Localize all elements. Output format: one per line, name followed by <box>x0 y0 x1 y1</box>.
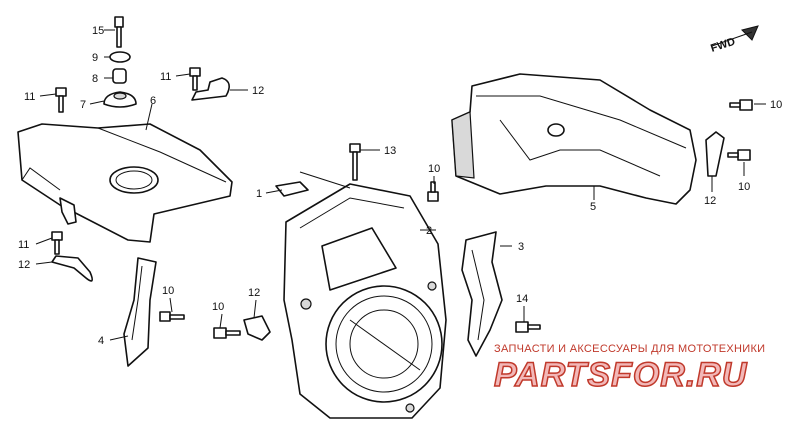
leader-lines <box>35 29 766 341</box>
callout-2: 2 <box>426 225 432 237</box>
callout-1: 1 <box>256 188 262 200</box>
part-1-bracket <box>275 181 309 197</box>
callout-12-left: 12 <box>18 259 30 271</box>
part-11-bolt-top-center <box>189 67 201 91</box>
forward-arrow-icon <box>711 25 759 47</box>
callout-5: 5 <box>590 201 596 213</box>
callout-14: 14 <box>516 293 528 305</box>
part-10-bolt-right-top <box>729 99 753 111</box>
watermark-logo: PARTSFOR.RU <box>494 356 748 394</box>
fwd-label: FWD <box>709 36 737 55</box>
callout-15: 15 <box>92 25 104 37</box>
part-12-clip-top <box>191 77 230 101</box>
watermark-caption: ЗАПЧАСТИ И АКСЕССУАРЫ ДЛЯ МОТОТЕХНИКИ <box>494 343 765 355</box>
part-15-bolt <box>114 16 124 48</box>
callout-10-lower-left: 10 <box>162 285 174 297</box>
callout-6: 6 <box>150 95 156 107</box>
callout-10-center: 10 <box>428 163 440 175</box>
callout-11-top: 11 <box>160 71 171 83</box>
callout-10-right-bottom: 10 <box>738 181 750 193</box>
part-2-fan-cover <box>283 183 447 419</box>
part-11-bolt-left <box>51 231 63 255</box>
part-13-bolt <box>349 143 361 181</box>
part-10-bolt-lower-center <box>213 327 241 339</box>
callout-3: 3 <box>518 241 524 253</box>
part-11-bolt-upper-left <box>55 87 67 113</box>
part-4-baffle <box>123 257 157 367</box>
part-8-collar <box>112 68 127 84</box>
callout-10-right-top: 10 <box>770 99 782 111</box>
callout-labels: 15 9 8 7 11 11 12 6 11 12 4 10 10 12 1 2… <box>18 25 782 347</box>
callout-9: 9 <box>92 52 98 64</box>
part-12-clip-right <box>705 131 725 177</box>
part-3-baffle <box>461 231 503 357</box>
part-7-grommet <box>103 91 137 108</box>
part-6-shroud-plate <box>17 123 233 243</box>
callout-8: 8 <box>92 73 98 85</box>
part-10-bolt-center <box>427 181 439 202</box>
callout-12-right: 12 <box>704 195 716 207</box>
part-12-clip-lower <box>243 315 271 341</box>
callout-13: 13 <box>384 145 396 157</box>
callout-10-lower-center: 10 <box>212 301 224 313</box>
part-10-bolt-lower-left <box>159 311 185 322</box>
callout-12-top: 12 <box>252 85 264 97</box>
part-5-side-shroud <box>451 73 697 205</box>
callout-11-upper-left: 11 <box>24 91 35 103</box>
part-12-clip-left <box>51 255 94 282</box>
callout-11-left: 11 <box>18 239 29 251</box>
part-9-washer <box>109 51 131 63</box>
callout-12-lower: 12 <box>248 287 260 299</box>
callout-4: 4 <box>98 335 104 347</box>
part-14-bolt <box>515 321 541 333</box>
part-10-bolt-right-bottom <box>727 149 751 161</box>
watermark: ЗАПЧАСТИ И АКСЕССУАРЫ ДЛЯ МОТОТЕХНИКИ PA… <box>493 343 765 395</box>
callout-7: 7 <box>80 99 86 111</box>
